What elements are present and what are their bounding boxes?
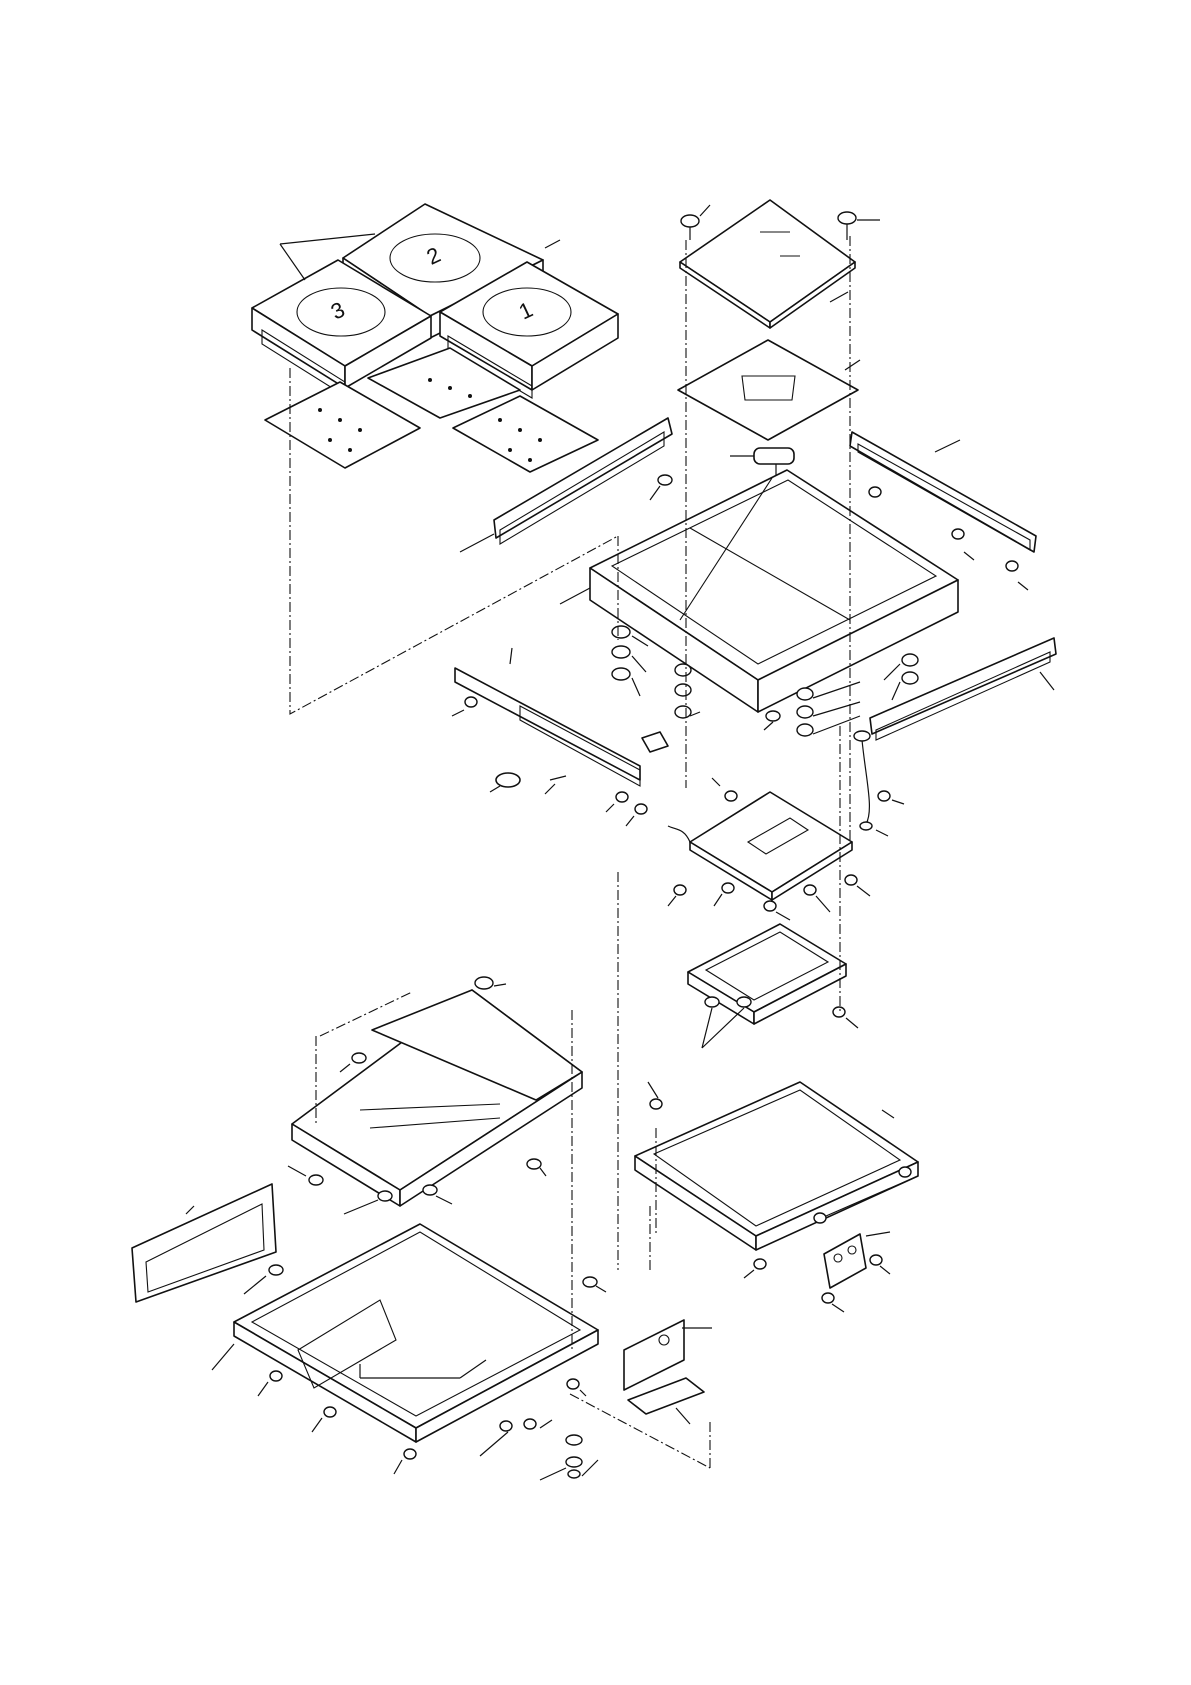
cooking-plate-assembly: 2 3 1	[252, 204, 618, 472]
electronics-tray	[635, 1082, 918, 1278]
pcb-bracket	[688, 924, 858, 1048]
washer-stack	[540, 1435, 598, 1480]
burner-base-plate-right	[453, 396, 598, 472]
connector-bracket	[624, 1320, 712, 1424]
terminal-block	[642, 732, 668, 752]
top-cover-screw-right	[838, 212, 856, 240]
frame-spacer-stack-center	[675, 664, 700, 718]
ground-wire	[854, 731, 888, 836]
side-panel-left	[452, 648, 668, 826]
control-knob-cover	[754, 448, 794, 464]
base-tray	[212, 1224, 606, 1480]
top-cover-screw-left	[681, 215, 699, 240]
frame-spacer-stack-right	[884, 654, 918, 700]
top-cover-plate	[680, 200, 855, 322]
burner-base-plate-left	[265, 382, 420, 468]
wire-connector	[545, 776, 566, 794]
main-frame	[560, 470, 958, 736]
side-panel-right	[854, 638, 1056, 836]
front-fascia-left	[132, 1184, 276, 1302]
thermostat-switch	[490, 773, 520, 792]
terminal-bracket	[822, 1232, 890, 1312]
lower-chassis-frame	[288, 977, 582, 1214]
insulation-sheet	[678, 340, 858, 440]
frame-spacer-stack-left	[612, 626, 648, 696]
